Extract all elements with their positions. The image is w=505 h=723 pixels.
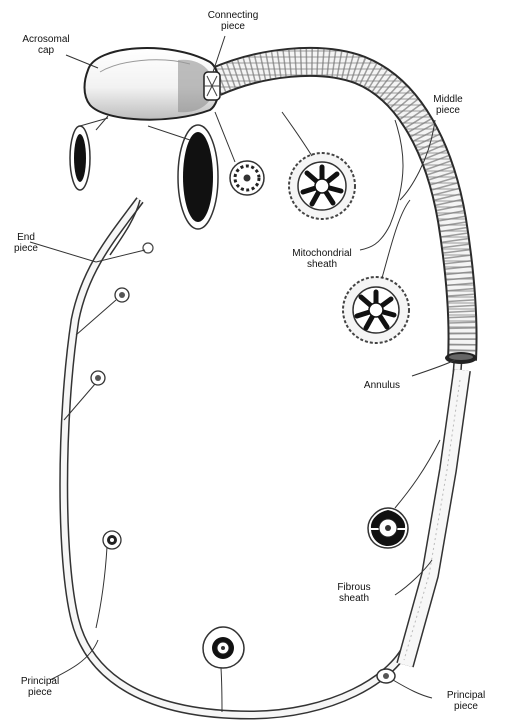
label-middle-piece: Middle piece [420, 94, 476, 116]
tail-section-small-3 [91, 371, 105, 385]
label-mitochondrial-sheath: Mitochondrial sheath [282, 248, 362, 270]
principal-piece-section [203, 627, 244, 668]
sperm-head [85, 48, 220, 120]
label-principal-piece-left: Principal piece [10, 676, 70, 698]
label-annulus: Annulus [352, 380, 412, 391]
label-principal-piece-right: Principal piece [436, 690, 496, 712]
tail-section-small-1 [143, 243, 153, 253]
label-fibrous-sheath: Fibrous sheath [322, 582, 386, 604]
principal-piece-tail [64, 200, 458, 715]
connecting-piece-section [230, 161, 264, 195]
tail-section-small-4 [103, 531, 121, 549]
tail-section-small-2 [115, 288, 129, 302]
label-end-piece: End piece [4, 232, 48, 254]
head-section-thin [70, 126, 90, 190]
head-section-wide [178, 125, 218, 229]
label-acrosomal-cap: Acrosomal cap [18, 34, 74, 56]
middle-piece-section-top [289, 153, 355, 219]
middle-piece-section-lower [343, 277, 409, 343]
fibrous-sheath-section [368, 508, 408, 548]
label-connecting-piece: Connecting piece [200, 10, 266, 32]
connecting-piece [204, 72, 220, 100]
